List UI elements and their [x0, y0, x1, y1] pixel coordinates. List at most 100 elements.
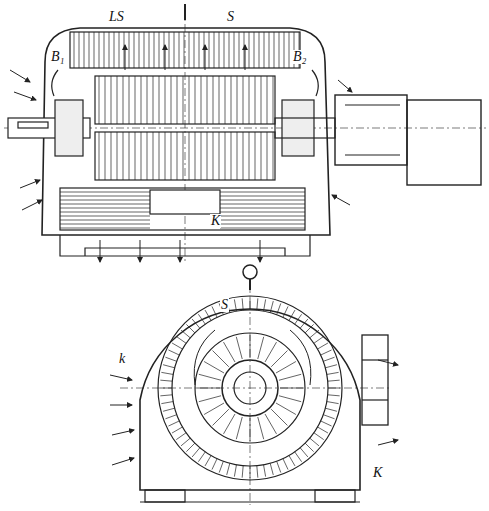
- hatch-stroke: [328, 388, 340, 389]
- hatch-stroke: [104, 32, 105, 68]
- hatch-stroke: [186, 443, 194, 451]
- hatch-stroke: [129, 76, 130, 124]
- hatch-stroke: [124, 32, 125, 68]
- hatch-stroke: [269, 32, 270, 68]
- hatch-stroke: [271, 351, 287, 367]
- hatch-stroke: [169, 32, 170, 68]
- hatch-stroke: [234, 299, 236, 311]
- hatch-stroke: [224, 414, 236, 434]
- hatch-stroke: [305, 324, 313, 332]
- hatch-stroke: [250, 335, 251, 358]
- hatch-stroke: [250, 466, 251, 478]
- hatch-stroke: [172, 343, 182, 349]
- hatch-stroke: [237, 76, 238, 124]
- hatch-stroke: [105, 76, 106, 124]
- hatch-stroke: [295, 314, 302, 324]
- end-view: [120, 265, 390, 505]
- hatch-stroke: [111, 132, 112, 180]
- hatch-stroke: [236, 417, 242, 439]
- hatch-stroke: [289, 32, 290, 68]
- hatch-stroke: [300, 448, 308, 457]
- hatch-stroke: [250, 418, 251, 441]
- hatch-stroke: [199, 374, 221, 380]
- hatch-stroke: [105, 132, 106, 180]
- hatch-stroke: [249, 132, 250, 180]
- hatch-stroke: [255, 76, 256, 124]
- hatch-stroke: [161, 402, 173, 404]
- part-label: B₂: [292, 50, 307, 64]
- hatch-stroke: [261, 76, 262, 124]
- part-label: S: [220, 298, 229, 312]
- hatch-stroke: [135, 76, 136, 124]
- hatch-stroke: [204, 362, 224, 374]
- hatch-stroke: [219, 32, 220, 68]
- hatch-stroke: [207, 132, 208, 180]
- hatch-stroke: [195, 132, 196, 180]
- hatch-stroke: [236, 337, 242, 359]
- hatch-stroke: [179, 32, 180, 68]
- hatch-stroke: [99, 76, 100, 124]
- hatch-stroke: [147, 132, 148, 180]
- hatch-stroke: [111, 76, 112, 124]
- hatch-stroke: [243, 132, 244, 180]
- hatch-stroke: [159, 132, 160, 180]
- hatch-stroke: [204, 32, 205, 68]
- hatch-stroke: [300, 319, 308, 328]
- hatch-stroke: [325, 408, 337, 411]
- hatch-stroke: [212, 306, 217, 317]
- hatch-stroke: [177, 132, 178, 180]
- hatch-stroke: [163, 365, 175, 368]
- hatch-stroke: [79, 32, 80, 68]
- hatch-stroke: [60, 224, 150, 225]
- hatch-stroke: [213, 351, 229, 367]
- hatch-stroke: [194, 32, 195, 68]
- hatch-stroke: [264, 299, 266, 311]
- hatch-stroke: [325, 365, 337, 368]
- hatch-stroke: [270, 463, 273, 475]
- hatch-stroke: [159, 32, 160, 68]
- hatch-stroke: [276, 403, 296, 415]
- hatch-stroke: [129, 32, 130, 68]
- hatch-stroke: [160, 380, 172, 381]
- hatch-stroke: [264, 32, 265, 68]
- hatch-stroke: [261, 132, 262, 180]
- hatch-stroke: [310, 330, 319, 338]
- hatch-stroke: [231, 76, 232, 124]
- hatch-stroke: [323, 415, 334, 419]
- hatch-stroke: [192, 448, 200, 457]
- hatch-stroke: [227, 463, 230, 475]
- hatch-stroke: [323, 357, 334, 361]
- hatch-stroke: [172, 427, 182, 433]
- part-label: k: [118, 352, 126, 366]
- hatch-stroke: [176, 433, 186, 440]
- hatch-stroke: [135, 132, 136, 180]
- hatch-stroke: [160, 395, 172, 396]
- hatch-stroke: [114, 32, 115, 68]
- hatch-stroke: [99, 32, 100, 68]
- hatch-stroke: [117, 76, 118, 124]
- hatch-stroke: [295, 452, 302, 462]
- hatch-stroke: [220, 220, 305, 221]
- hatch-stroke: [274, 32, 275, 68]
- hatch-stroke: [242, 466, 243, 478]
- hatch-stroke: [195, 76, 196, 124]
- hatch-stroke: [149, 32, 150, 68]
- hatch-stroke: [60, 200, 150, 201]
- hatch-stroke: [171, 76, 172, 124]
- hatch-stroke: [318, 343, 328, 349]
- hatch-stroke: [139, 32, 140, 68]
- hatch-stroke: [165, 76, 166, 124]
- airflow-arrows: [10, 45, 352, 262]
- hatch-stroke: [220, 204, 305, 205]
- hatch-stroke: [60, 212, 150, 213]
- hatch-stroke: [171, 132, 172, 180]
- hatch-stroke: [279, 374, 301, 380]
- hatch-stroke: [289, 456, 295, 466]
- hatch-stroke: [117, 132, 118, 180]
- hatch-stroke: [186, 324, 194, 332]
- hatch-stroke: [234, 465, 236, 477]
- hatch-stroke: [205, 456, 211, 466]
- hatch-stroke: [219, 132, 220, 180]
- hatch-stroke: [214, 32, 215, 68]
